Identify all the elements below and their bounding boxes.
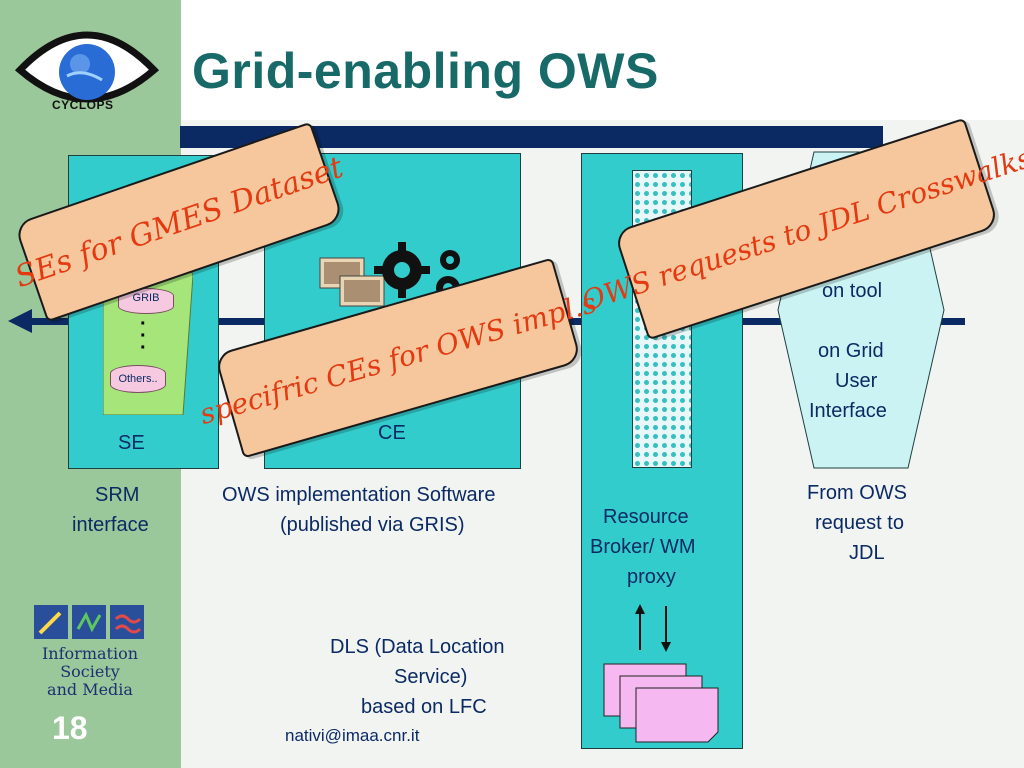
isoc-line2: and Media [47,680,133,699]
others-label: Others.. [118,373,158,385]
cyclops-logo [12,10,162,120]
isoc-logo-text: Information Society and Media [10,645,170,699]
rb-caption-line3: proxy [627,566,676,588]
ce-caption-line1: OWS implementation Software [222,484,496,506]
cyclops-logo-text: CYCLOPS [52,98,114,112]
others-cylinder [110,365,166,393]
grib-label: GRIB [132,292,160,304]
isoc-line1: Information Society [41,644,139,681]
isoc-logo-icon [32,603,147,643]
title-band [181,0,1024,120]
se-dots: ··· [140,313,147,359]
dls-line3: based on LFC [361,696,487,718]
ui-line3: User [835,370,878,392]
up-down-arrows-icon [628,604,678,652]
ui-caption-line1: From OWS [807,482,907,504]
ce-label: CE [378,422,406,444]
rb-caption-line1: Resource [603,506,689,528]
ui-line4: Interface [809,400,887,422]
author-email: nativi@imaa.cnr.it [285,726,420,745]
ce-caption-line2: (published via GRIS) [280,514,465,536]
se-caption-line1: SRM [95,484,140,506]
dls-line2: Service) [394,666,468,688]
se-caption-line2: interface [72,514,149,536]
ce-computers-icon [310,252,420,322]
flow-arrow-head [8,309,32,333]
ui-line2: on Grid [818,340,884,362]
page-number: 18 [52,710,88,746]
documents-stack-icon [600,662,725,744]
se-label: SE [118,432,145,454]
rb-caption-line2: Broker/ WM [590,536,696,558]
ui-line1: on tool [822,280,883,302]
page-title: Grid-enabling OWS [192,43,659,99]
dls-line1: DLS (Data Location [330,636,505,658]
title-divider [180,126,883,148]
ui-caption-line2: request to [815,512,904,534]
ui-caption-line3: JDL [849,542,885,564]
